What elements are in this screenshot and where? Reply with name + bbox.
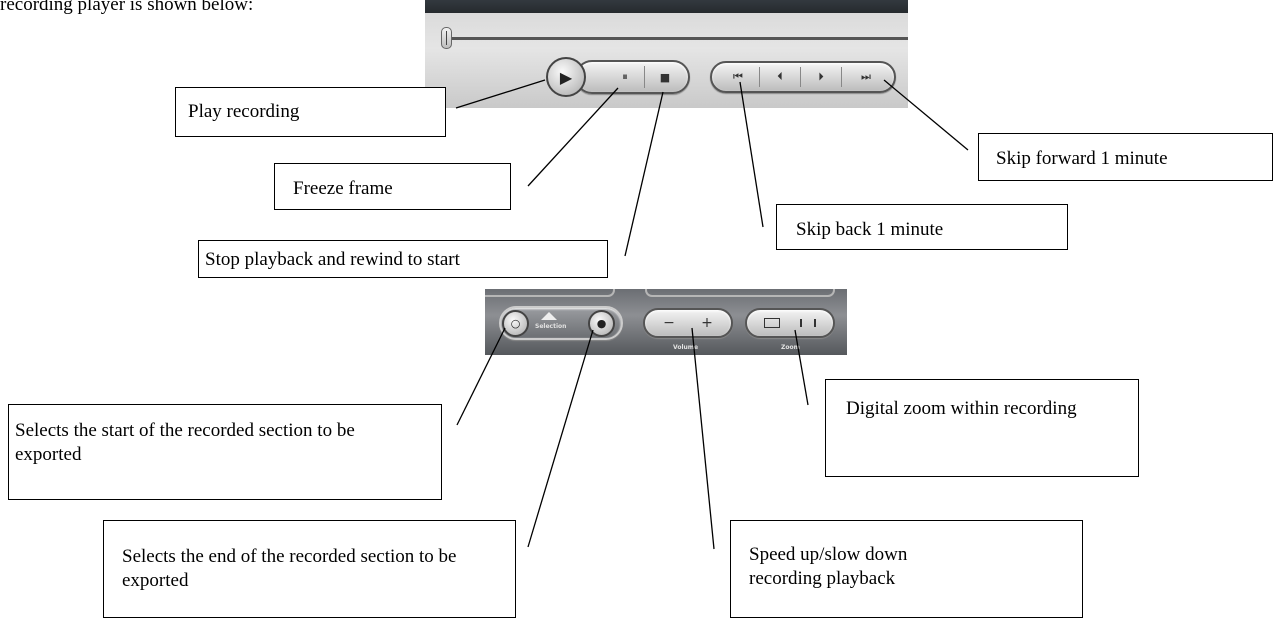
zoom-group <box>745 308 835 338</box>
speed-down-button[interactable]: − <box>653 310 685 336</box>
zoom-in-button[interactable] <box>793 310 823 336</box>
callout-speed: Speed up/slow down recording playback <box>730 520 1083 618</box>
leader-line-speed <box>691 327 715 550</box>
panel-controls-image: ○ Selection ● − + Volume Zoom <box>485 289 847 355</box>
play-icon: ▶ <box>559 67 573 87</box>
volume-label: Volume <box>673 344 699 351</box>
video-preview-strip <box>425 0 908 13</box>
leader-line-stop <box>624 91 664 257</box>
leader-line-select-end <box>527 329 594 548</box>
step-forward-icon: ⏵ <box>818 70 824 83</box>
callout-zoom: Digital zoom within recording <box>825 379 1139 477</box>
dot-icon: ● <box>596 317 607 330</box>
zoom-fit-icon <box>764 318 780 328</box>
zoom-label: Zoom <box>781 344 800 351</box>
divider <box>759 67 760 87</box>
callout-zoom-text: Digital zoom within recording <box>846 398 1077 419</box>
step-back-icon: ⏴ <box>777 70 783 83</box>
divider <box>841 67 842 87</box>
callout-stop: Stop playback and rewind to start <box>198 240 608 278</box>
callout-freeze: Freeze frame <box>274 163 511 210</box>
stop-icon: ■ <box>659 70 671 84</box>
select-start-button[interactable]: ○ <box>502 310 529 337</box>
callout-skip-forward-text: Skip forward 1 minute <box>996 148 1168 169</box>
panel-top-edge <box>485 289 615 297</box>
zoom-fit-button[interactable] <box>757 310 787 336</box>
callout-play: Play recording <box>175 87 446 137</box>
skip-forward-minute-button[interactable]: ⏭ <box>843 62 889 92</box>
callout-select-end: Selects the end of the recorded section … <box>103 520 516 618</box>
callout-select-end-text: Selects the end of the recorded section … <box>122 546 457 591</box>
divider <box>800 67 801 87</box>
player-controls-image: ▶ ⏸ ■ ⏮ ⏴ ⏵ ⏭ <box>425 0 908 108</box>
step-back-button[interactable]: ⏴ <box>761 62 799 92</box>
seek-handle[interactable] <box>441 27 452 49</box>
callout-play-text: Play recording <box>188 101 300 122</box>
callout-skip-forward: Skip forward 1 minute <box>978 133 1273 181</box>
intro-text: recording player is shown below: <box>0 0 254 15</box>
pause-icon: ⏸ <box>622 70 628 83</box>
zoom-frame-icon <box>800 319 816 327</box>
stop-button[interactable]: ■ <box>646 62 684 92</box>
speed-up-button[interactable]: + <box>691 310 723 336</box>
divider <box>644 66 645 88</box>
selection-label: Selection <box>535 323 567 330</box>
minus-icon: − <box>663 315 675 331</box>
skip-to-start-icon: ⏮ <box>733 70 743 83</box>
skip-to-end-icon: ⏭ <box>861 70 871 83</box>
callout-speed-text: Speed up/slow down recording playback <box>749 544 908 589</box>
circle-icon: ○ <box>510 317 521 330</box>
step-forward-button[interactable]: ⏵ <box>802 62 840 92</box>
callout-stop-text: Stop playback and rewind to start <box>205 249 460 270</box>
callout-freeze-text: Freeze frame <box>293 178 393 199</box>
callout-skip-back-text: Skip back 1 minute <box>796 219 944 240</box>
callout-select-start-text: Selects the start of the recorded sectio… <box>15 420 355 465</box>
select-end-button[interactable]: ● <box>588 310 615 337</box>
pause-button[interactable]: ⏸ <box>605 62 645 92</box>
up-arrow-icon <box>541 312 557 320</box>
skip-back-minute-button[interactable]: ⏮ <box>718 62 758 92</box>
callout-select-start: Selects the start of the recorded sectio… <box>8 404 442 500</box>
seek-bar[interactable] <box>441 37 908 40</box>
play-button[interactable]: ▶ <box>546 57 586 97</box>
speed-group <box>643 308 733 338</box>
callout-skip-back: Skip back 1 minute <box>776 204 1068 250</box>
panel-top-edge <box>645 289 835 297</box>
plus-icon: + <box>701 315 713 331</box>
